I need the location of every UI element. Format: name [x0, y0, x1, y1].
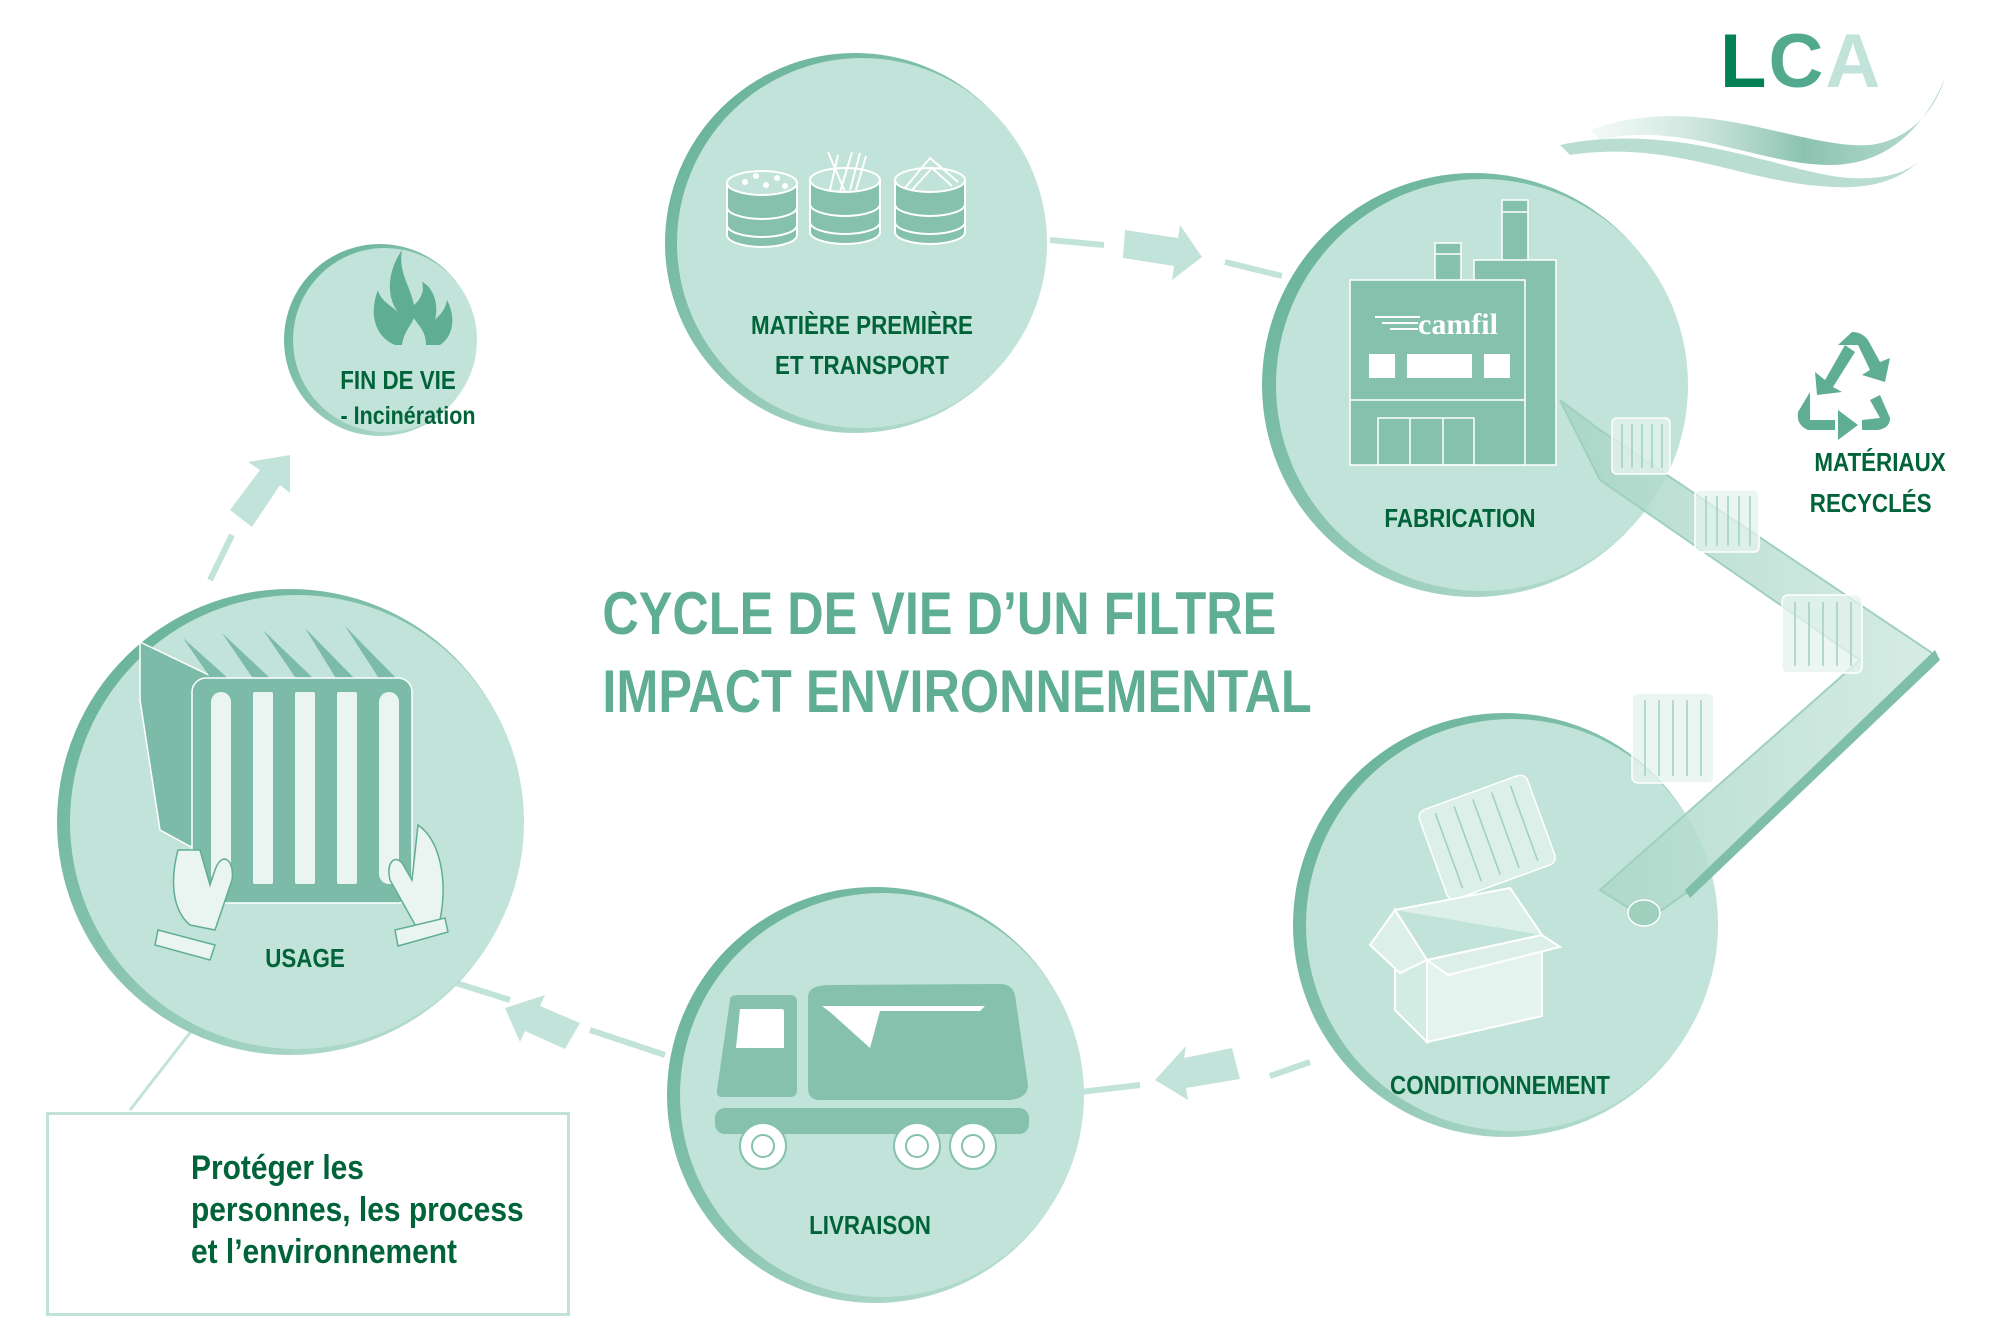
note-text: Protéger les personnes, les process et l… — [191, 1147, 524, 1273]
arrow-left-up-icon — [505, 995, 580, 1049]
stage-label-matiere-line2: ET TRANSPORT — [775, 350, 949, 380]
cycle-arrows — [230, 225, 1240, 1100]
stage-label-fin-de-vie: FIN DE VIE — [340, 365, 456, 395]
stage-sublabel-incineration: - Incinération — [340, 402, 476, 430]
cycle-connectors — [128, 237, 1311, 1111]
note-line2: personnes, les process — [191, 1191, 524, 1229]
logo-letter-l: L — [1720, 19, 1769, 104]
connector-line-note — [128, 1019, 202, 1111]
connector-dash — [1079, 1082, 1141, 1095]
material-barrels-icon — [726, 151, 966, 248]
connector-dash — [207, 533, 235, 582]
note-line3: et l’environnement — [191, 1233, 458, 1271]
stage-label-matiere-line1: MATIÈRE PREMIÈRE — [751, 310, 973, 340]
connector-dash — [1269, 1059, 1311, 1079]
filter-in-hands-icon — [139, 626, 449, 961]
camfil-brand: camfil — [1418, 308, 1498, 341]
filter-item — [1694, 489, 1760, 553]
connector-dash — [589, 1027, 666, 1058]
note-box: Protéger les personnes, les process et l… — [46, 1112, 570, 1316]
hands-icon — [154, 823, 449, 961]
note-line1: Protéger les — [191, 1149, 364, 1187]
lca-logo: LCA — [1720, 22, 1882, 102]
diagram-title-line2: IMPACT ENVIRONNEMENTAL — [602, 658, 1312, 725]
logo-letter-c: C — [1768, 19, 1826, 104]
filter-packages — [1418, 417, 1863, 901]
connector-dash — [1049, 237, 1105, 248]
stage-label-livraison: LIVRAISON — [809, 1210, 931, 1240]
filter-item — [1781, 594, 1863, 674]
barrel-sheets — [894, 156, 966, 245]
recycled-label-line1: MATÉRIAUX — [1814, 447, 1946, 477]
barrel-granules — [726, 170, 798, 248]
filter-item — [1611, 417, 1671, 475]
filter-item — [1631, 692, 1715, 784]
logo-wave — [1560, 78, 1945, 188]
packaging-box-icon — [1368, 886, 1563, 1045]
connector-dash — [1224, 259, 1283, 279]
stage-label-conditionnement: CONDITIONNEMENT — [1390, 1070, 1610, 1100]
truck-wheels — [739, 1122, 997, 1170]
diagram-title-line1: CYCLE DE VIE D’UN FILTRE — [602, 580, 1277, 647]
barrel-fibers — [809, 151, 881, 245]
recycle-icon — [1797, 332, 1890, 440]
logo-letter-a: A — [1825, 19, 1883, 104]
filter-item — [1418, 774, 1556, 901]
factory-icon: camfil — [1349, 199, 1557, 466]
delivery-truck-icon — [715, 984, 1029, 1170]
stage-label-fabrication: FABRICATION — [1384, 503, 1536, 533]
flame-icon — [373, 250, 453, 345]
arrow-right-icon — [1123, 225, 1202, 280]
arrow-up-right-icon — [230, 455, 290, 527]
stage-label-usage: USAGE — [265, 943, 345, 973]
recycled-label-line2: RECYCLÉS — [1809, 488, 1932, 518]
arrow-left-icon — [1155, 1046, 1240, 1100]
